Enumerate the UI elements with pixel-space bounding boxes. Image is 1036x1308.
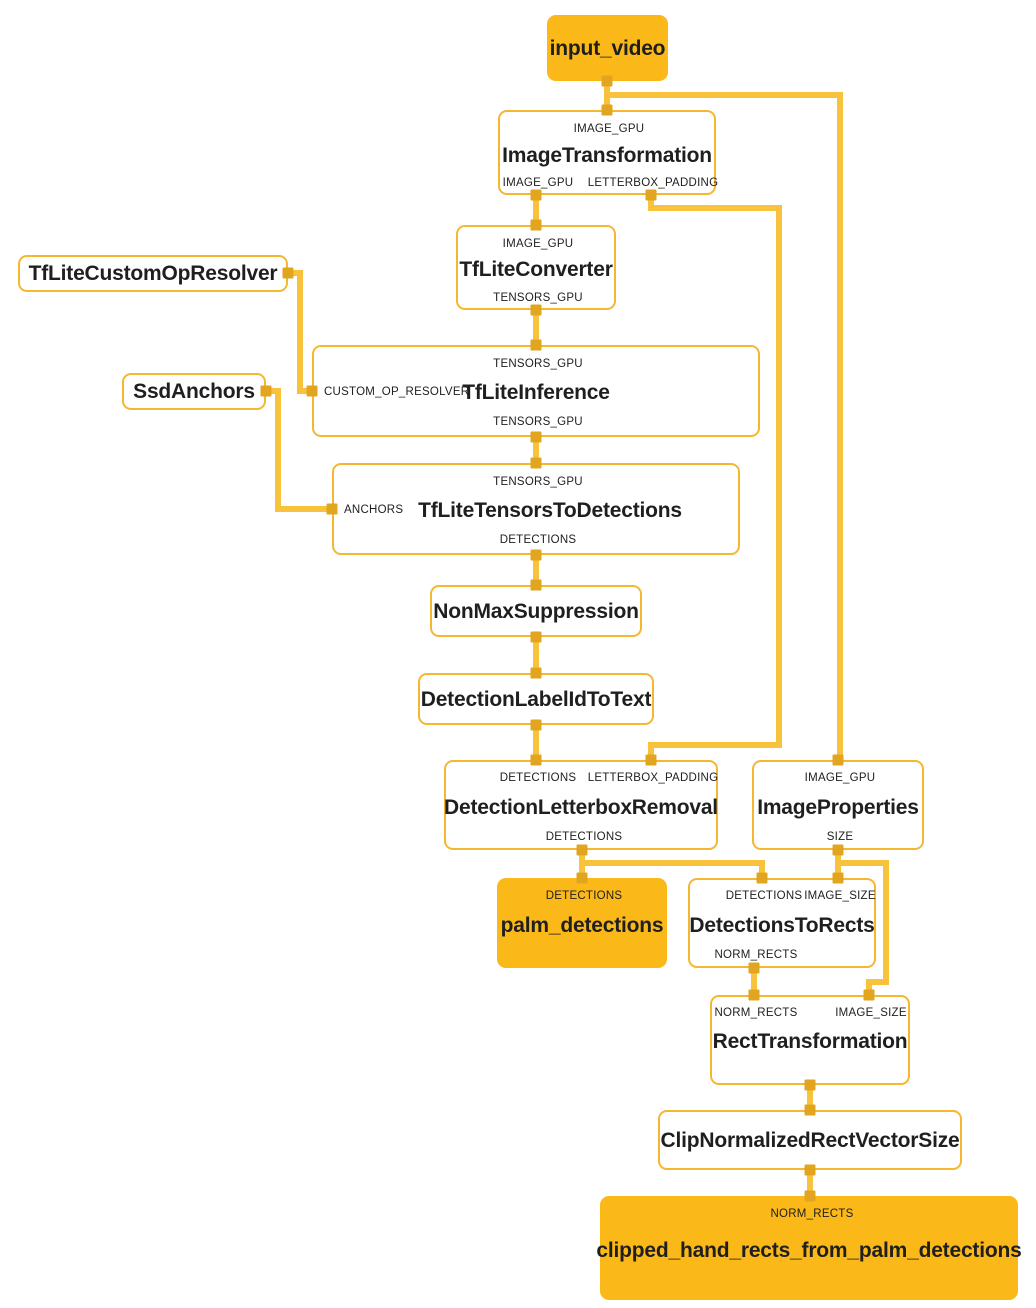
port-label-out-size: SIZE [826, 831, 854, 843]
port-dot-tflite-converter-out [530, 304, 542, 316]
node-image-properties[interactable]: IMAGE_GPU ImageProperties SIZE [752, 760, 924, 850]
node-title: ClipNormalizedRectVectorSize [660, 1128, 960, 1152]
port-dot-image-transformation-out-image [530, 189, 542, 201]
edge-custom-op-resolver-to-tflite-inference [288, 270, 312, 394]
port-dot-rect-transformation-in-norm-rects [748, 989, 760, 1001]
node-image-transformation[interactable]: IMAGE_GPU ImageTransformation IMAGE_GPU … [498, 110, 719, 195]
port-label-in-image-size: IMAGE_SIZE [835, 1007, 907, 1019]
port-dot-label-id-to-text-in [530, 667, 542, 679]
node-title: TfLiteCustomOpResolver [28, 262, 278, 285]
port-label-in-detections: DETECTIONS [725, 890, 803, 902]
port-label-in-image-gpu: IMAGE_GPU [502, 238, 574, 250]
port-dot-clip-out [804, 1164, 816, 1176]
node-input-video[interactable]: input_video [547, 15, 668, 81]
port-label-out-norm-rects: NORM_RECTS [714, 949, 798, 961]
port-label-out-tensors-gpu: TENSORS_GPU [493, 292, 583, 304]
node-non-max-suppression[interactable]: NonMaxSuppression [430, 585, 642, 637]
node-title: TfLiteTensorsToDetections [418, 498, 682, 522]
node-detection-letterbox-removal[interactable]: DETECTIONS LETTERBOX_PADDING DetectionLe… [444, 760, 718, 850]
port-label-in-image-size: IMAGE_SIZE [804, 890, 876, 902]
port-dot-custom-op-resolver-out [282, 267, 294, 279]
node-title: DetectionLabelIdToText [420, 687, 652, 711]
port-label-out-letterbox-padding: LETTERBOX_PADDING [587, 177, 719, 189]
node-rect-transformation[interactable]: NORM_RECTS IMAGE_SIZE RectTransformation [710, 995, 910, 1085]
port-dot-image-properties-out [832, 844, 844, 856]
port-label-in-detections: DETECTIONS [545, 890, 623, 902]
port-dot-palm-detections-in [576, 872, 588, 884]
port-dot-ssd-anchors-out [260, 385, 272, 397]
node-tflite-converter[interactable]: IMAGE_GPU TfLiteConverter TENSORS_GPU [456, 225, 616, 310]
node-ssd-anchors[interactable]: SsdAnchors [122, 373, 266, 410]
port-dot-letterbox-removal-in-detections [530, 754, 542, 766]
port-dot-letterbox-removal-out [576, 844, 588, 856]
port-dot-rect-transformation-in-image-size [863, 989, 875, 1001]
port-dot-rect-transformation-out [804, 1079, 816, 1091]
port-label-in-image-gpu: IMAGE_GPU [573, 123, 645, 135]
port-dot-image-transformation-in [601, 104, 613, 116]
node-title: ImageTransformation [502, 144, 712, 167]
port-dot-tensors-to-detections-side-in [326, 503, 338, 515]
port-label-in-norm-rects: NORM_RECTS [770, 1208, 854, 1220]
port-label-in-norm-rects: NORM_RECTS [714, 1007, 798, 1019]
node-tflite-inference[interactable]: TENSORS_GPU CUSTOM_OP_RESOLVER TfLiteInf… [312, 345, 760, 437]
node-tflite-tensors-to-detections[interactable]: TENSORS_GPU ANCHORS TfLiteTensorsToDetec… [332, 463, 740, 555]
port-dot-image-properties-in [832, 754, 844, 766]
port-dot-tflite-inference-side-in [306, 385, 318, 397]
node-detections-to-rects[interactable]: DETECTIONS IMAGE_SIZE DetectionsToRects … [688, 878, 876, 968]
port-dot-letterbox-removal-in-padding [645, 754, 657, 766]
port-dot-detections-to-rects-in-detections [756, 872, 768, 884]
node-palm-detections[interactable]: DETECTIONS palm_detections [497, 878, 667, 968]
node-title: input_video [549, 36, 666, 60]
node-title: SsdAnchors [133, 380, 255, 403]
port-dot-nms-in [530, 579, 542, 591]
node-detection-label-id-to-text[interactable]: DetectionLabelIdToText [418, 673, 654, 725]
port-dot-label-id-to-text-out [530, 719, 542, 731]
port-label-out-tensors-gpu: TENSORS_GPU [493, 416, 583, 428]
node-tflite-custom-op-resolver[interactable]: TfLiteCustomOpResolver [18, 255, 288, 292]
port-label-in-tensors-gpu: TENSORS_GPU [493, 476, 583, 488]
node-title: NonMaxSuppression [433, 599, 639, 623]
port-label-in-letterbox-padding: LETTERBOX_PADDING [587, 772, 719, 784]
node-title: RectTransformation [712, 1029, 908, 1053]
port-dot-tflite-inference-out [530, 431, 542, 443]
node-title: clipped_hand_rects_from_palm_detections [596, 1238, 1022, 1262]
port-dot-detections-to-rects-in-image-size [832, 872, 844, 884]
node-title: DetectionLetterboxRemoval [444, 795, 718, 819]
node-title: palm_detections [500, 913, 664, 937]
port-dot-image-transformation-out-padding [645, 189, 657, 201]
port-dot-tensors-to-detections-out [530, 549, 542, 561]
port-dot-tflite-converter-in [530, 219, 542, 231]
port-label-out-detections: DETECTIONS [499, 534, 577, 546]
port-label-side-custom-op-resolver: CUSTOM_OP_RESOLVER [324, 386, 470, 398]
node-title: DetectionsToRects [689, 913, 875, 937]
port-label-in-tensors-gpu: TENSORS_GPU [493, 358, 583, 370]
port-dot-input-video-out [601, 75, 613, 87]
port-label-out-detections: DETECTIONS [545, 831, 623, 843]
node-title: TfLiteConverter [459, 258, 613, 281]
port-dot-clipped-hand-rects-in [804, 1190, 816, 1202]
node-title: ImageProperties [757, 795, 919, 819]
port-label-side-anchors: ANCHORS [344, 504, 404, 516]
port-label-in-detections: DETECTIONS [499, 772, 577, 784]
port-dot-tflite-inference-in [530, 339, 542, 351]
port-dot-tensors-to-detections-in [530, 457, 542, 469]
node-title: TfLiteInference [462, 380, 610, 404]
port-dot-nms-out [530, 631, 542, 643]
node-clipped-hand-rects-from-palm-detections[interactable]: NORM_RECTS clipped_hand_rects_from_palm_… [596, 1196, 1022, 1300]
port-dot-detections-to-rects-out [748, 962, 760, 974]
edge-letterbox-removal-to-detections-to-rects [582, 860, 765, 878]
node-clip-normalized-rect-vector-size[interactable]: ClipNormalizedRectVectorSize [658, 1110, 962, 1170]
port-dot-clip-in [804, 1104, 816, 1116]
port-label-out-image-gpu: IMAGE_GPU [502, 177, 574, 189]
port-label-in-image-gpu: IMAGE_GPU [804, 772, 876, 784]
